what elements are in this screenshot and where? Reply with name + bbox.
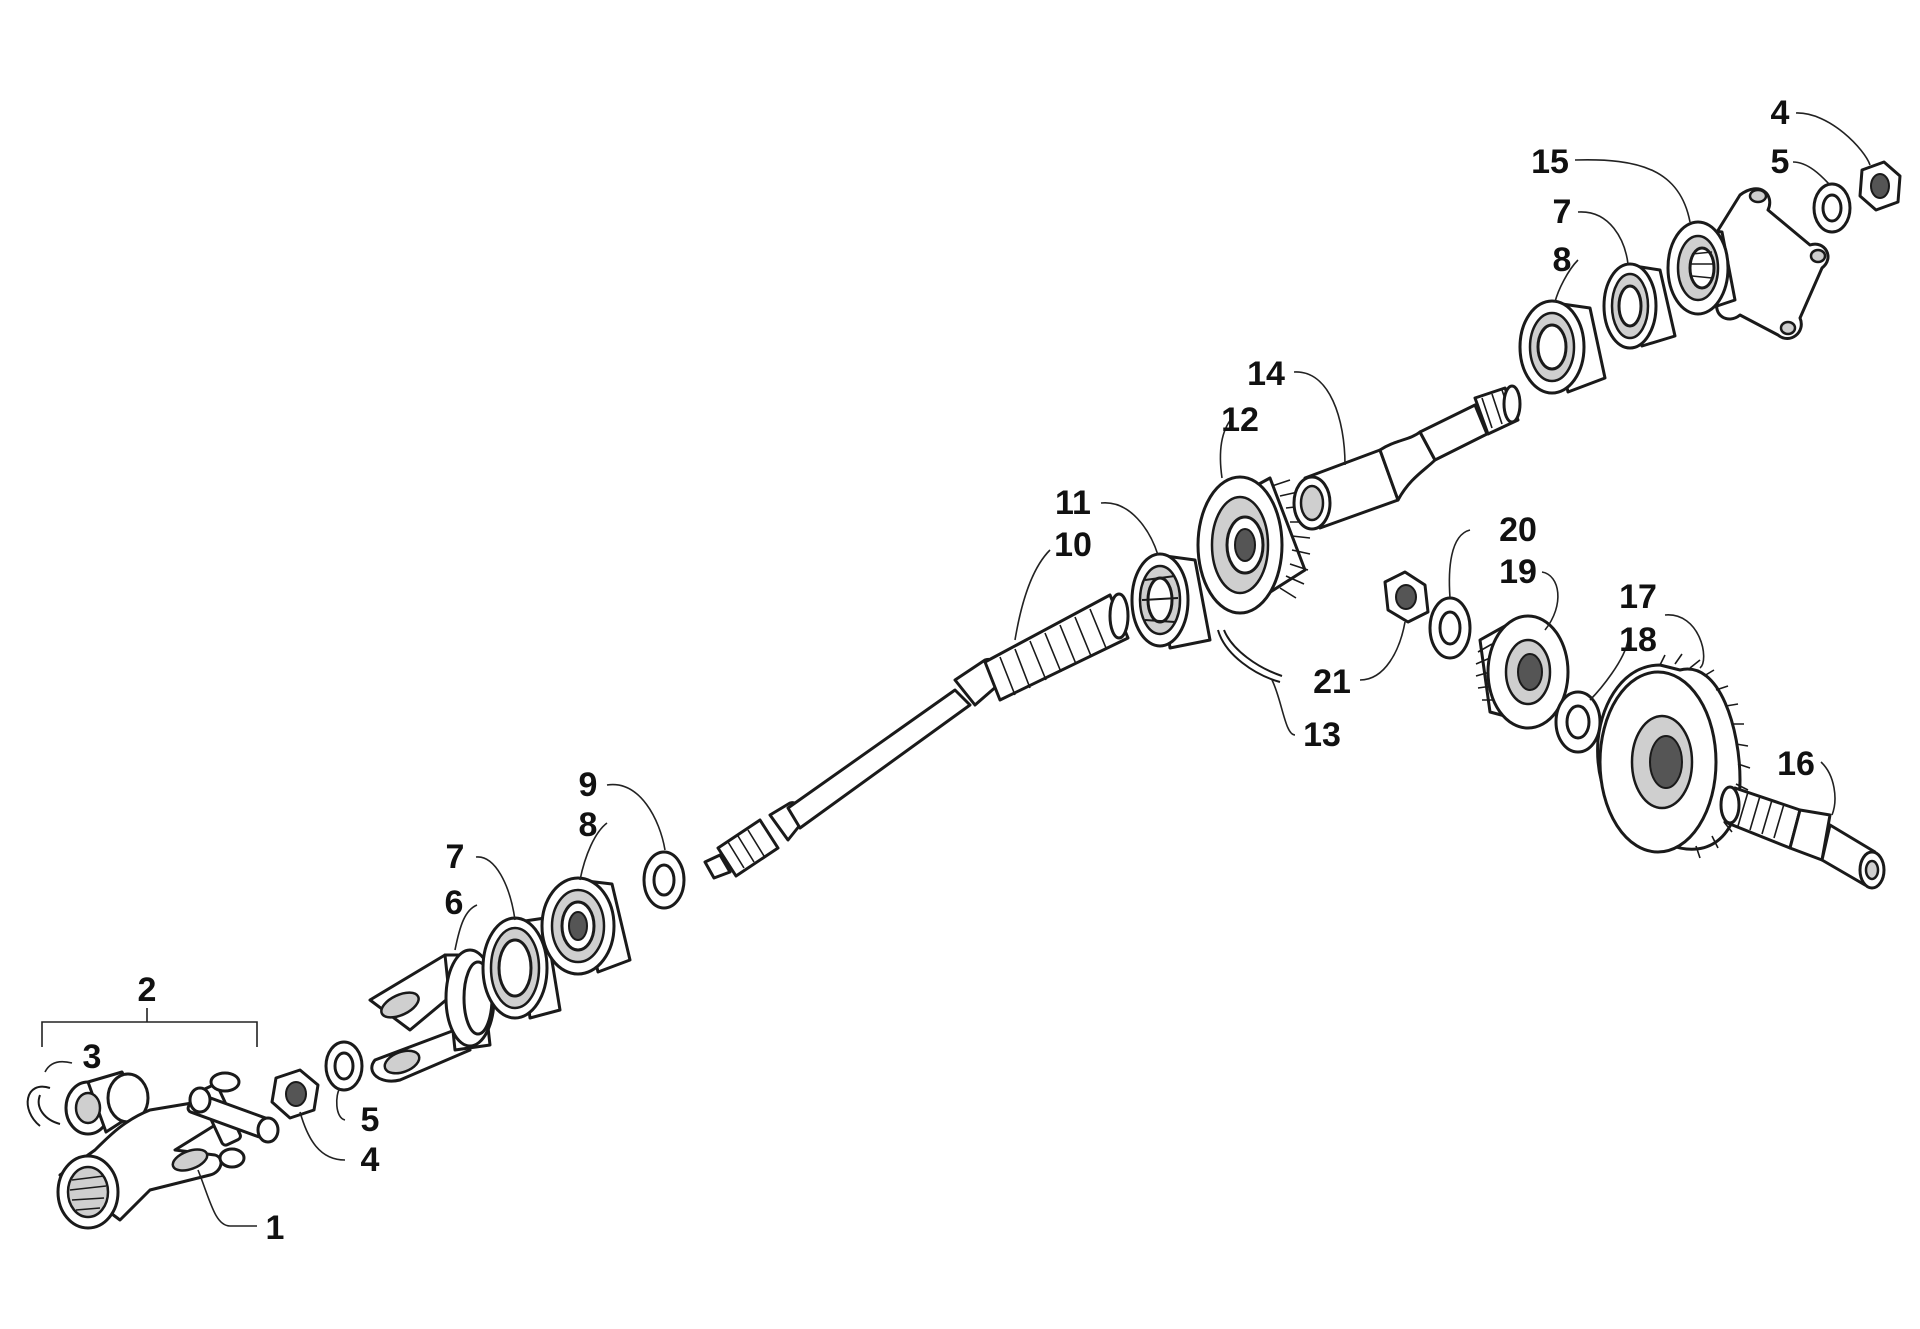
callout-14: 14: [1247, 355, 1285, 393]
part-washer-18: [1554, 690, 1602, 754]
callout-5-right: 5: [1771, 143, 1790, 181]
callout-17: 17: [1619, 578, 1657, 616]
part-output-shaft-14: [1292, 384, 1522, 531]
part-drive-flange-15: [1666, 187, 1830, 341]
callout-3: 3: [83, 1038, 102, 1076]
callout-4-left: 4: [361, 1141, 380, 1179]
part-seal-7-right: [1602, 262, 1677, 350]
part-spur-gear-17: [1596, 653, 1751, 859]
callout-13: 13: [1303, 716, 1341, 754]
callout-9: 9: [579, 766, 598, 804]
callout-18: 18: [1619, 621, 1657, 659]
callout-20: 20: [1499, 511, 1537, 549]
part-nut-21: [1383, 570, 1430, 624]
part-bevel-pinion-19: [1475, 614, 1570, 730]
callout-10: 10: [1054, 526, 1092, 564]
callout-4-right: 4: [1771, 94, 1790, 132]
part-pinion-shaft-16: [1719, 785, 1886, 890]
callout-7-left: 7: [446, 838, 465, 876]
part-bevel-gear-12: [1196, 475, 1311, 615]
part-yoke-1: [56, 1098, 228, 1230]
callout-21: 21: [1313, 663, 1351, 701]
part-bearing-8-right: [1518, 299, 1607, 395]
part-flange-yoke-6: [368, 948, 496, 1083]
part-universal-cross: [186, 1071, 280, 1169]
callout-1: 1: [266, 1209, 285, 1247]
part-circlip-13: [1217, 629, 1283, 683]
callout-15: 15: [1531, 143, 1569, 181]
leader-lines: [41, 112, 1871, 1227]
callout-12: 12: [1221, 401, 1259, 439]
part-nut-4-right: [1858, 160, 1902, 212]
callout-labels: 1 2 3 4 5 6 7 8 9 10 11 12 13 14 15 7 8 …: [83, 94, 1815, 1247]
part-roller-bearing-11: [1130, 552, 1212, 650]
part-washer-20: [1428, 596, 1472, 660]
callout-16: 16: [1777, 745, 1815, 783]
part-washer-5-left: [324, 1040, 364, 1092]
callout-11: 11: [1055, 484, 1091, 522]
callout-5-left: 5: [361, 1101, 380, 1139]
part-washer-9: [642, 850, 686, 910]
part-seal-7-left: [481, 916, 562, 1020]
part-bearing-cap: [64, 1070, 150, 1136]
callout-19: 19: [1499, 553, 1537, 591]
callout-2: 2: [138, 971, 157, 1009]
callout-7-right: 7: [1553, 193, 1572, 231]
part-snap-ring-3: [26, 1085, 61, 1127]
part-nut-4-left: [270, 1068, 320, 1120]
part-bearing-8-left: [540, 876, 632, 976]
callout-8-right: 8: [1553, 241, 1572, 279]
callout-6: 6: [445, 884, 464, 922]
callout-8-left: 8: [579, 806, 598, 844]
part-washer-5-right: [1812, 182, 1852, 234]
part-main-shaft-10: [703, 592, 1130, 880]
